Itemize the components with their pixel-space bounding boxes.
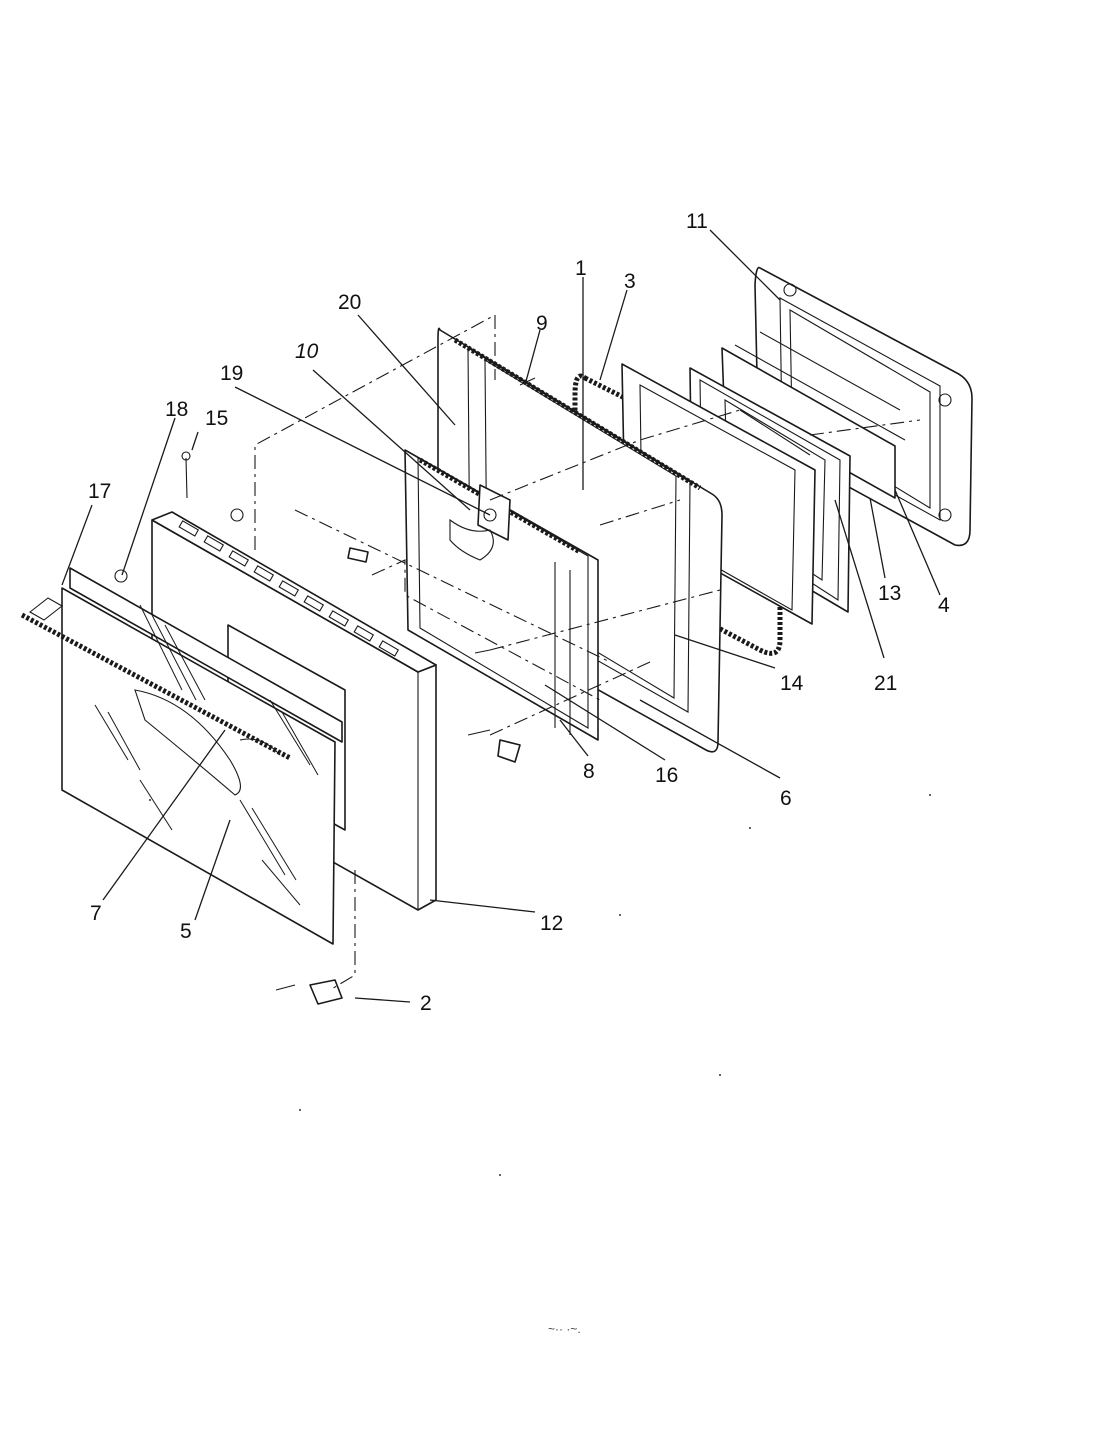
callout-16: 16 <box>655 764 678 787</box>
callout-21: 21 <box>874 672 897 695</box>
callout-7: 7 <box>90 902 102 925</box>
scan-specks <box>149 794 931 1176</box>
callout-3: 3 <box>624 270 636 293</box>
callout-17: 17 <box>88 480 111 503</box>
callout-2: 2 <box>420 992 432 1015</box>
callout-8: 8 <box>583 760 595 783</box>
callout-11: 11 <box>686 210 708 233</box>
leader-lines <box>61 229 941 1003</box>
door-handle <box>20 597 292 796</box>
inner-door-frame <box>721 331 906 499</box>
glass-strip <box>69 567 343 743</box>
callout-18: 18 <box>165 398 188 421</box>
callout-4: 4 <box>938 594 950 617</box>
callout-12: 12 <box>540 912 563 935</box>
glass-hatching <box>94 604 319 906</box>
hinge-latch-assembly <box>449 484 511 561</box>
callout-15: 15 <box>205 407 228 430</box>
callout-14: 14 <box>780 672 804 695</box>
fasteners <box>114 377 536 1005</box>
callout-19: 19 <box>220 362 243 385</box>
callout-1: 1 <box>575 257 587 280</box>
vent-slots <box>178 520 400 657</box>
callout-5: 5 <box>180 920 192 943</box>
callout-labels: 1 2 3 4 5 6 7 8 9 10 11 12 13 14 15 16 1… <box>88 210 950 1015</box>
footer-mark: ~·· ·~. <box>548 1322 581 1336</box>
callout-10: 10 <box>295 340 319 363</box>
rear-liner-panel <box>754 266 973 547</box>
callout-9: 9 <box>536 312 548 335</box>
callout-6: 6 <box>780 787 792 810</box>
callout-13: 13 <box>878 582 901 605</box>
callout-20: 20 <box>338 291 361 314</box>
alignment-lines <box>254 314 921 991</box>
